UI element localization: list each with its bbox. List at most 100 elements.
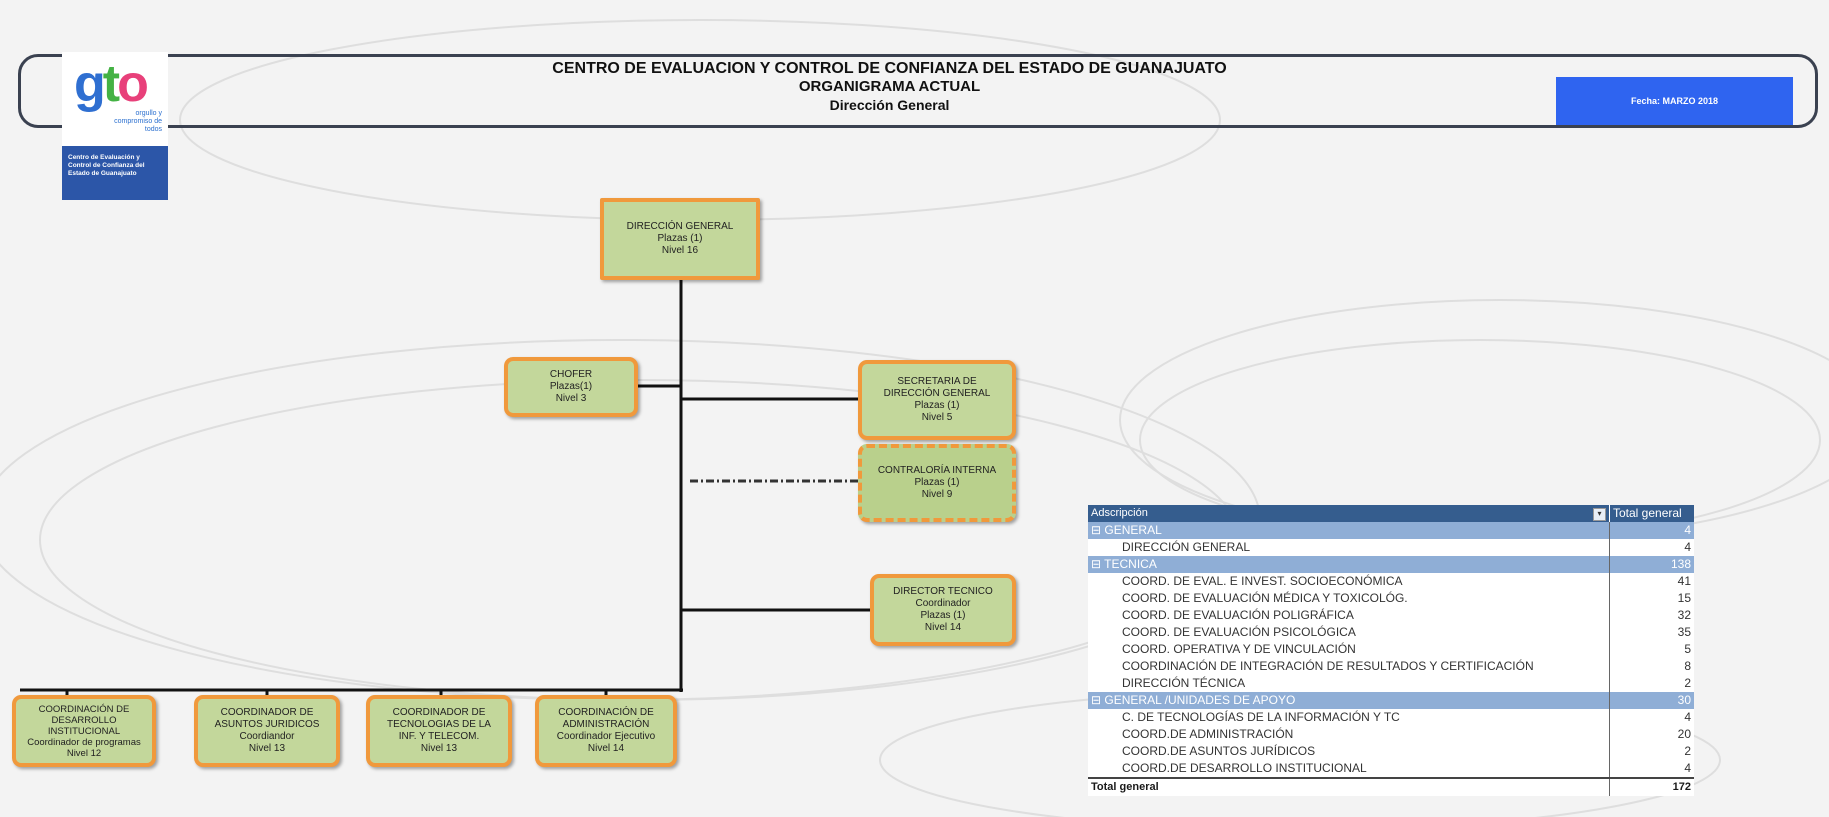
- logo-tagline: orgullo y compromiso de todos: [114, 110, 162, 133]
- row-value: 4: [1609, 709, 1694, 726]
- date-label: Fecha: MARZO 2018: [1630, 96, 1719, 106]
- node-title: CHOFER: [549, 369, 593, 380]
- node-director-tecnico: DIRECTOR TECNICO Coordinador Plazas (1) …: [870, 574, 1016, 646]
- node-plazas: Plazas (1): [914, 477, 960, 488]
- row-name: DIRECCIÓN GENERAL: [1088, 539, 1610, 556]
- node-title: INF. Y TELECOM.: [398, 731, 480, 742]
- node-title: SECRETARIA DE: [897, 376, 977, 387]
- gto-logo: gto orgullo y compromiso de todos Centro…: [62, 52, 168, 200]
- node-nivel: Nivel 5: [921, 412, 953, 423]
- header-label: Adscripción: [1091, 507, 1148, 519]
- node-plazas: Plazas (1): [920, 610, 966, 621]
- pivot-data-row: COORDINACIÓN DE INTEGRACIÓN DE RESULTADO…: [1088, 658, 1694, 675]
- node-nivel: Nivel 13: [420, 743, 458, 754]
- node-role: Coordinador de programas: [27, 736, 141, 748]
- node-nivel: Nivel 14: [924, 622, 962, 633]
- row-name: COORD. DE EVAL. E INVEST. SOCIOECONÓMICA: [1088, 573, 1610, 590]
- node-title: DIRECCIÓN GENERAL: [626, 221, 734, 232]
- node-title: DIRECTOR TECNICO: [893, 586, 993, 597]
- node-nivel: Nivel 16: [661, 245, 699, 256]
- logo-wordmark: gto: [74, 55, 149, 113]
- node-role: Coordinador Ejecutivo: [556, 731, 656, 742]
- row-name: COORD. DE EVALUACIÓN PSICOLÓGICA: [1088, 624, 1610, 641]
- node-chofer: CHOFER Plazas(1) Nivel 3: [504, 357, 638, 417]
- title-line-organigram: ORGANIGRAMA ACTUAL: [798, 78, 981, 95]
- group-label: ⊟ GENERAL: [1088, 522, 1610, 539]
- header-frame: [18, 54, 1818, 128]
- row-name: COORD.DE ASUNTOS JURÍDICOS: [1088, 743, 1610, 760]
- node-title: DIRECCIÓN GENERAL: [883, 388, 991, 399]
- node-contraloria: CONTRALORÍA INTERNA Plazas (1) Nivel 9: [858, 444, 1016, 522]
- logo-institution: Centro de Evaluación y Control de Confia…: [62, 146, 168, 200]
- node-title: ASUNTOS JURIDICOS: [214, 719, 320, 730]
- date-badge: Fecha: MARZO 2018: [1556, 77, 1793, 125]
- node-title: COORDINACIÓN DE: [38, 703, 130, 715]
- node-direccion-general: DIRECCIÓN GENERAL Plazas (1) Nivel 16: [600, 198, 760, 280]
- row-value: 4: [1609, 760, 1694, 778]
- row-name: COORD.DE DESARROLLO INSTITUCIONAL: [1088, 760, 1610, 778]
- node-title: TECNOLOGIAS DE LA: [387, 719, 491, 730]
- row-value: 4: [1609, 539, 1694, 556]
- total-value: 172: [1609, 777, 1694, 796]
- pivot-data-row: COORD. DE EVALUACIÓN MÉDICA Y TOXICOLÓG.…: [1088, 590, 1694, 607]
- pivot-header-adscripcion: Adscripción ▾: [1088, 505, 1610, 522]
- row-value: 41: [1609, 573, 1694, 590]
- node-title: COORDINADOR DE: [392, 707, 486, 718]
- node-role: Coordinador: [915, 598, 971, 609]
- node-nivel: Nivel 13: [248, 743, 286, 754]
- pivot-header-total: Total general: [1609, 505, 1694, 522]
- pivot-data-row: C. DE TECNOLOGÍAS DE LA INFORMACIÓN Y TC…: [1088, 709, 1694, 726]
- title-line-area: Dirección General: [829, 97, 950, 113]
- node-plazas: Plazas (1): [914, 400, 960, 411]
- row-name: COORD. OPERATIVA Y DE VINCULACIÓN: [1088, 641, 1610, 658]
- node-role: Coordiandor: [239, 731, 295, 742]
- filter-dropdown-icon[interactable]: ▾: [1593, 508, 1606, 521]
- node-title: COORDINACIÓN DE: [558, 707, 654, 718]
- node-coord-tecnologias: COORDINADOR DE TECNOLOGIAS DE LA INF. Y …: [366, 695, 512, 767]
- group-label: ⊟ GENERAL /UNIDADES DE APOYO: [1088, 692, 1610, 709]
- row-name: DIRECCIÓN TÉCNICA: [1088, 675, 1610, 692]
- row-name: COORD.DE ADMINISTRACIÓN: [1088, 726, 1610, 743]
- node-title: COORDINADOR DE: [220, 707, 314, 718]
- pivot-data-row: COORD. DE EVAL. E INVEST. SOCIOECONÓMICA…: [1088, 573, 1694, 590]
- node-coord-juridicos: COORDINADOR DE ASUNTOS JURIDICOS Coordia…: [194, 695, 340, 767]
- row-value: 8: [1609, 658, 1694, 675]
- pivot-header-row: Adscripción ▾ Total general: [1088, 505, 1694, 522]
- node-title: INSTITUCIONAL: [47, 725, 121, 737]
- row-value: 15: [1609, 590, 1694, 607]
- row-value: 35: [1609, 624, 1694, 641]
- node-nivel: Nivel 14: [587, 743, 625, 754]
- row-value: 32: [1609, 607, 1694, 624]
- row-name: COORD. DE EVALUACIÓN POLIGRÁFICA: [1088, 607, 1610, 624]
- node-secretaria: SECRETARIA DE DIRECCIÓN GENERAL Plazas (…: [858, 360, 1016, 440]
- node-nivel: Nivel 12: [66, 747, 102, 759]
- node-coord-administracion: COORDINACIÓN DE ADMINISTRACIÓN Coordinad…: [535, 695, 677, 767]
- node-title: ADMINISTRACIÓN: [562, 719, 650, 730]
- row-value: 20: [1609, 726, 1694, 743]
- row-value: 2: [1609, 675, 1694, 692]
- title-line-institution: CENTRO DE EVALUACION Y CONTROL DE CONFIA…: [552, 60, 1227, 77]
- node-title: DESARROLLO: [51, 714, 117, 726]
- node-plazas: Plazas (1): [657, 233, 703, 244]
- group-total: 30: [1609, 692, 1694, 709]
- node-nivel: Nivel 3: [555, 393, 587, 404]
- node-coord-desarrollo: COORDINACIÓN DE DESARROLLO INSTITUCIONAL…: [12, 695, 156, 767]
- row-name: C. DE TECNOLOGÍAS DE LA INFORMACIÓN Y TC: [1088, 709, 1610, 726]
- row-name: COORDINACIÓN DE INTEGRACIÓN DE RESULTADO…: [1088, 658, 1610, 675]
- row-value: 5: [1609, 641, 1694, 658]
- node-plazas: Plazas(1): [549, 381, 593, 392]
- row-value: 2: [1609, 743, 1694, 760]
